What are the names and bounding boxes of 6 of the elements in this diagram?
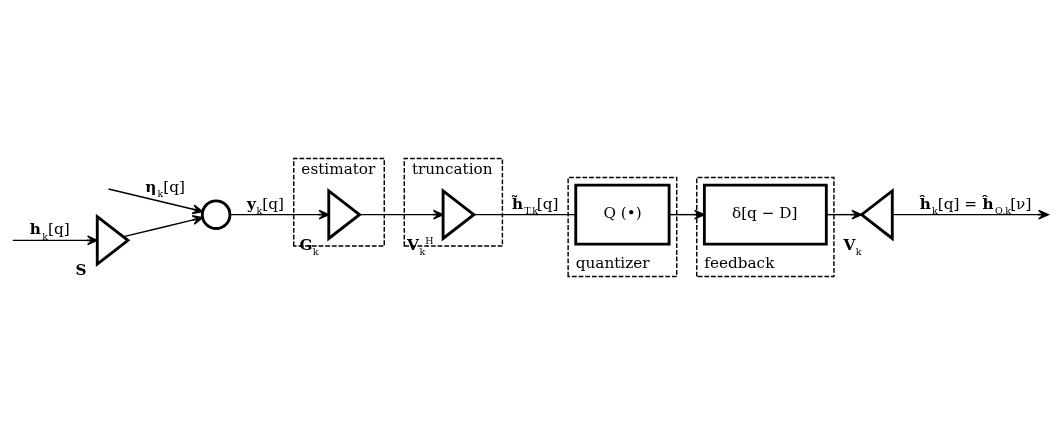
edge-label: η$_{k}$[q]: [145, 177, 185, 199]
node-label: V$_{k}$: [843, 235, 862, 257]
edge-label: h̃$_{T,k}$[q]: [511, 194, 559, 216]
edge-label: h$_{k}$[q]: [29, 219, 70, 242]
node-label: S: [75, 260, 87, 279]
edge-label: y$_{k}$[q]: [247, 194, 284, 216]
